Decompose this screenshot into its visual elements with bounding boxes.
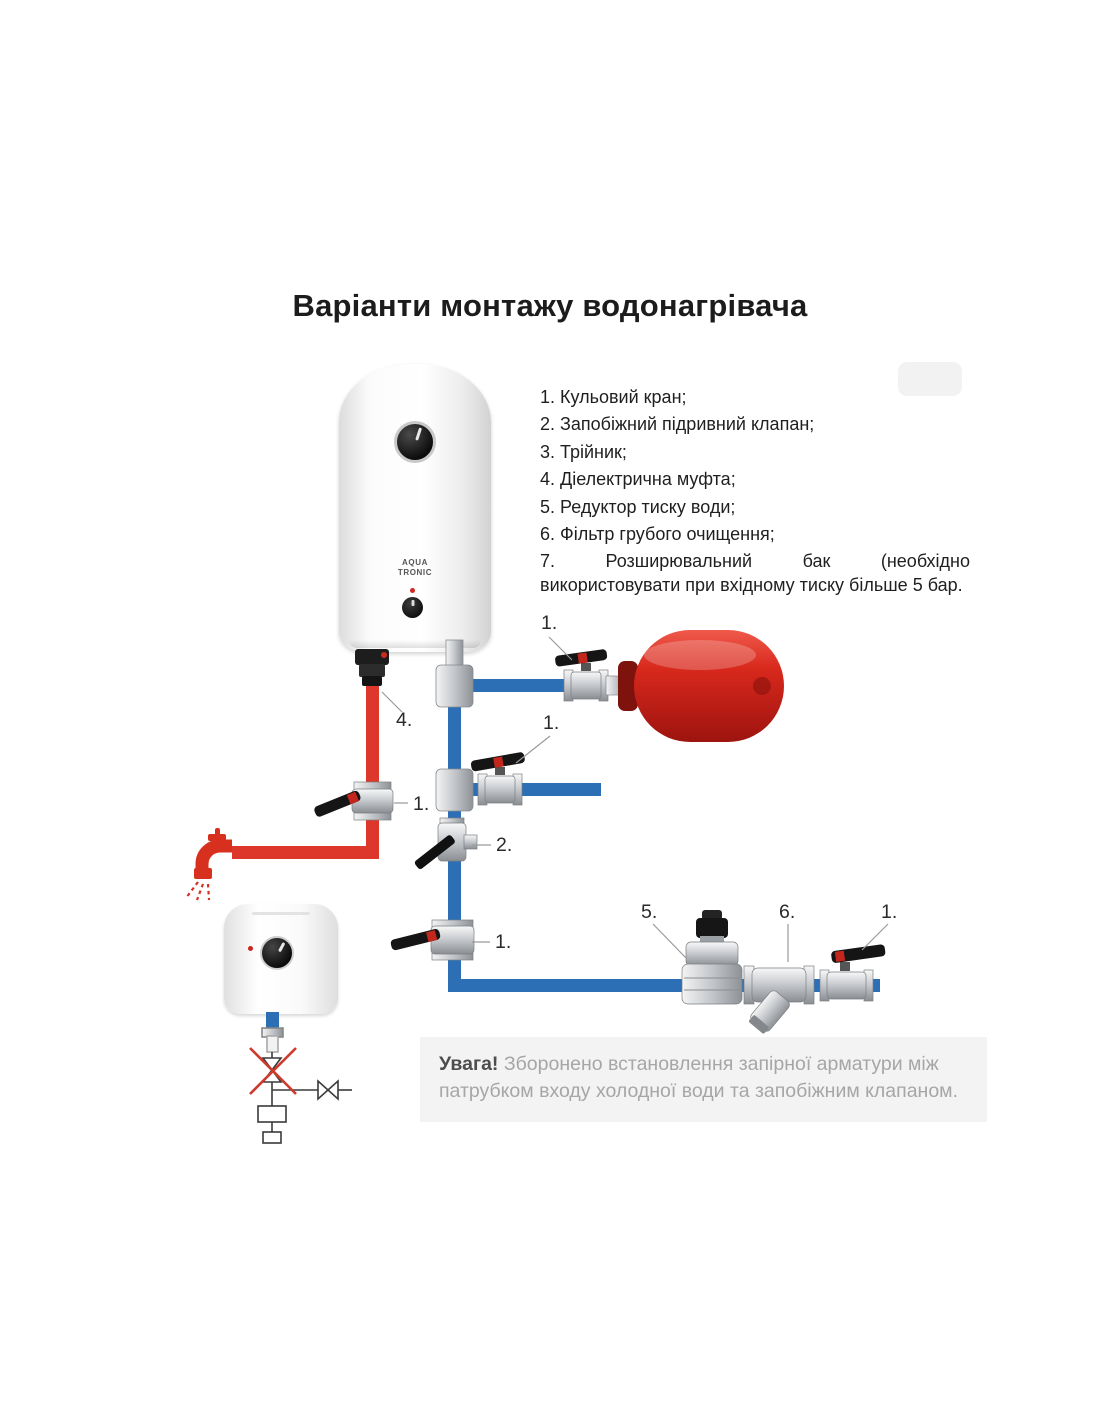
warning-title: Увага! bbox=[439, 1053, 499, 1075]
label-coupling: 4. bbox=[396, 709, 412, 731]
brand-logo: AQUA TRONIC bbox=[339, 558, 491, 577]
ball-valve-branch bbox=[470, 752, 525, 806]
tee-fitting-lower bbox=[435, 768, 474, 812]
legend-item-2: 2. Запобіжний підривний клапан; bbox=[540, 414, 815, 435]
watermark-fragment bbox=[898, 362, 962, 396]
legend-item-5: 5. Редуктор тиску води; bbox=[540, 496, 736, 517]
cold-inlet-nipple bbox=[445, 639, 464, 669]
small-thermostat-dial bbox=[260, 936, 294, 970]
pressure-reducer bbox=[681, 910, 743, 1005]
control-knob bbox=[402, 597, 423, 618]
ball-valve-cold bbox=[390, 919, 475, 961]
tee-fitting-upper bbox=[435, 664, 474, 708]
power-indicator bbox=[410, 588, 415, 593]
ball-valve-hot bbox=[314, 781, 394, 821]
label-reducer: 5. bbox=[641, 901, 657, 923]
brand-line-2: TRONIC bbox=[397, 567, 433, 577]
label-cold-valve: 1. bbox=[495, 931, 511, 953]
dielectric-coupling bbox=[355, 649, 389, 686]
legend-item-4: 4. Діелектрична муфта; bbox=[540, 469, 736, 490]
label-tank-valve: 1. bbox=[541, 612, 557, 634]
legend-item-1: 1. Кульовий кран; bbox=[540, 387, 687, 407]
faucet-icon bbox=[185, 828, 232, 901]
legend-item-7: 7. Розширювальний бак (необхідно викорис… bbox=[540, 551, 970, 595]
thermostat-dial bbox=[394, 421, 436, 463]
safety-relief-valve bbox=[414, 817, 478, 870]
page-title: Варіанти монтажу водонагрівача bbox=[292, 288, 808, 323]
brand-line-1: AQUA bbox=[402, 558, 428, 567]
label-safety-valve: 2. bbox=[496, 834, 512, 856]
label-hot-valve: 1. bbox=[413, 793, 429, 815]
prohibition-cross-icon bbox=[249, 1047, 297, 1095]
warning-text: Зборонено встановлення запірної арматури… bbox=[439, 1053, 958, 1103]
small-power-indicator bbox=[248, 946, 253, 951]
label-inlet-valve: 1. bbox=[881, 901, 897, 923]
ball-valve-inlet bbox=[819, 944, 886, 1002]
label-branch-valve: 1. bbox=[543, 712, 559, 734]
coarse-filter bbox=[743, 965, 815, 1034]
legend-list: 1. Кульовий кран; 2. Запобіжний підривни… bbox=[540, 386, 970, 601]
forbidden-installation-schematic bbox=[257, 1012, 352, 1144]
vent-slot bbox=[252, 912, 310, 915]
legend-item-6: 6. Фільтр грубого очищення; bbox=[540, 523, 775, 544]
label-filter: 6. bbox=[779, 901, 795, 923]
hot-water-pipe bbox=[232, 683, 379, 859]
expansion-tank bbox=[618, 630, 784, 742]
ball-valve-tank bbox=[555, 649, 609, 702]
water-heater-image: AQUA TRONIC bbox=[339, 364, 491, 652]
legend-item-3: 3. Трійник; bbox=[540, 441, 627, 462]
small-water-heater-image bbox=[224, 904, 338, 1014]
leader-lines bbox=[381, 636, 889, 962]
warning-note: Увага! Зборонено встановлення запірної а… bbox=[420, 1037, 987, 1122]
